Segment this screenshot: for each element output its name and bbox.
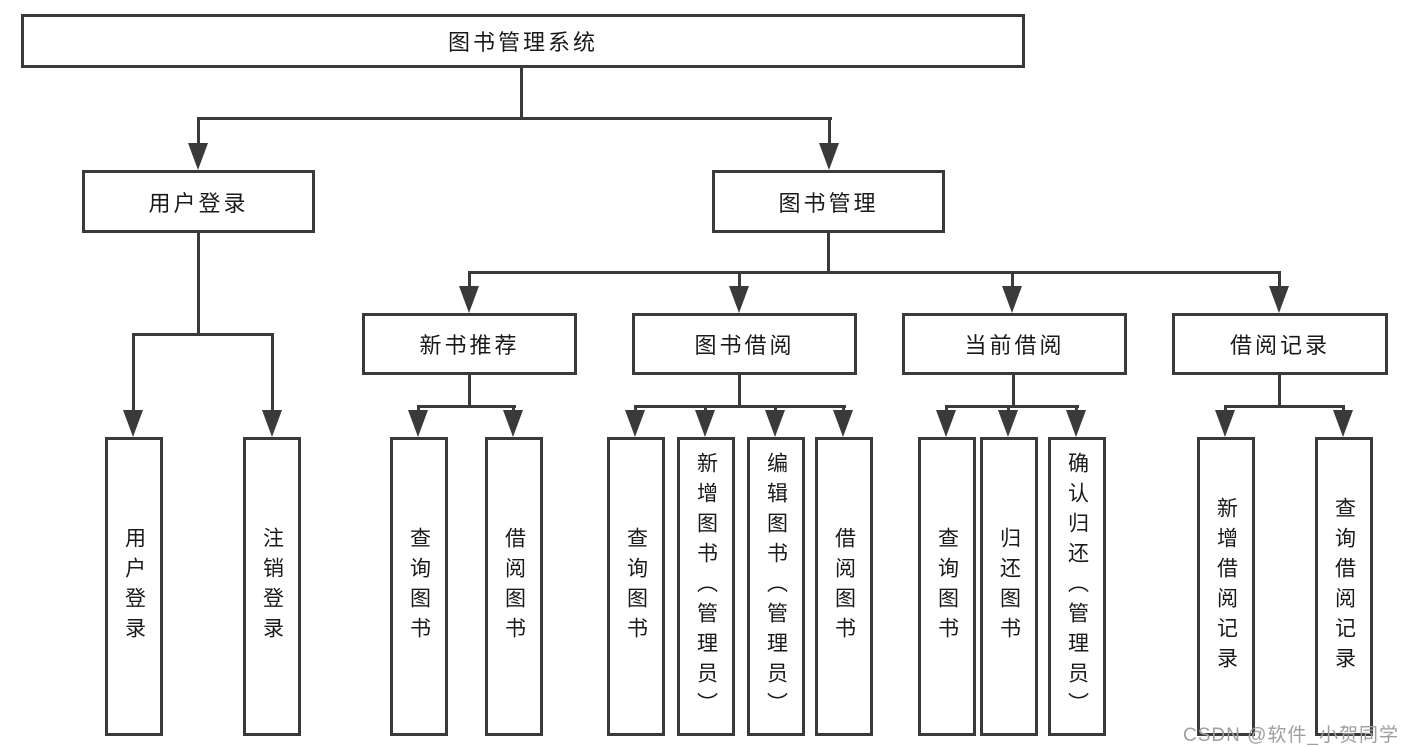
- arrow-down-icon: [408, 410, 428, 437]
- node-book-borrowing: 图书借阅: [632, 313, 857, 375]
- arrow-down-icon: [819, 143, 839, 170]
- leaf-confirm-return-admin: 确认归还（管理员）: [1048, 437, 1106, 736]
- leaf-query-borrow-record: 查询借阅记录: [1315, 437, 1373, 736]
- leaf-label: 查询图书: [935, 526, 959, 647]
- connector-line: [1075, 405, 1078, 414]
- arrow-down-icon: [833, 410, 853, 437]
- connector-line: [1012, 375, 1015, 408]
- arrow-down-icon: [459, 286, 479, 313]
- connector-line: [945, 405, 948, 414]
- connector-line: [1342, 405, 1345, 414]
- connector-line: [842, 405, 845, 414]
- node-current-borrowing: 当前借阅: [902, 313, 1127, 375]
- connector-line: [468, 271, 1281, 274]
- node-library-system-root: 图书管理系统: [21, 14, 1025, 68]
- connector-line: [634, 405, 637, 414]
- connector-line: [1278, 375, 1281, 408]
- connector-line: [827, 233, 830, 273]
- connector-line: [738, 375, 741, 408]
- leaf-label: 查询图书: [407, 526, 431, 647]
- connector-line: [271, 333, 274, 413]
- leaf-label: 确认归还（管理员）: [1065, 451, 1089, 722]
- connector-line: [945, 405, 1079, 408]
- arrow-down-icon: [1269, 286, 1289, 313]
- connector-line: [704, 405, 707, 414]
- leaf-query-books-current: 查询图书: [918, 437, 976, 736]
- connector-line: [197, 117, 832, 120]
- connector-line: [417, 405, 516, 408]
- node-book-management: 图书管理: [712, 170, 945, 233]
- arrow-down-icon: [695, 410, 715, 437]
- arrow-down-icon: [765, 410, 785, 437]
- connector-line: [828, 117, 831, 146]
- connector-line: [132, 333, 135, 413]
- connector-line: [774, 405, 777, 414]
- leaf-query-books-recommend: 查询图书: [390, 437, 448, 736]
- connector-line: [197, 117, 200, 146]
- leaf-borrow-books-borrowing: 借阅图书: [815, 437, 873, 736]
- connector-line: [468, 271, 471, 289]
- connector-line: [634, 405, 846, 408]
- leaf-add-books-admin: 新增图书（管理员）: [677, 437, 735, 736]
- node-user-login: 用户登录: [82, 170, 315, 233]
- arrow-down-icon: [625, 410, 645, 437]
- arrow-down-icon: [998, 410, 1018, 437]
- connector-line: [132, 333, 274, 336]
- connector-line: [520, 68, 523, 119]
- leaf-label: 归还图书: [997, 526, 1021, 647]
- leaf-label: 新增借阅记录: [1214, 496, 1238, 677]
- csdn-watermark: CSDN @软件_小贺同学: [1183, 725, 1399, 746]
- leaf-label: 借阅图书: [502, 526, 526, 647]
- arrow-down-icon: [1066, 410, 1086, 437]
- connector-line: [1278, 271, 1281, 289]
- connector-line: [738, 271, 741, 289]
- leaf-label: 注销登录: [260, 526, 284, 647]
- arrow-down-icon: [262, 410, 282, 437]
- arrow-down-icon: [936, 410, 956, 437]
- node-borrowing-records: 借阅记录: [1172, 313, 1388, 375]
- leaf-user-login: 用户登录: [105, 437, 163, 736]
- arrow-down-icon: [503, 410, 523, 437]
- leaf-label: 用户登录: [122, 526, 146, 647]
- arrow-down-icon: [729, 286, 749, 313]
- connector-line: [1007, 405, 1010, 414]
- arrow-down-icon: [1215, 410, 1235, 437]
- leaf-label: 编辑图书（管理员）: [764, 451, 788, 722]
- leaf-borrow-books-recommend: 借阅图书: [485, 437, 543, 736]
- arrow-down-icon: [188, 143, 208, 170]
- leaf-add-borrow-record: 新增借阅记录: [1197, 437, 1255, 736]
- connector-line: [1224, 405, 1227, 414]
- connector-line: [197, 233, 200, 335]
- node-new-book-recommendation: 新书推荐: [362, 313, 577, 375]
- connector-line: [1011, 271, 1014, 289]
- connector-line: [1224, 405, 1345, 408]
- leaf-label: 查询图书: [624, 526, 648, 647]
- leaf-label: 查询借阅记录: [1332, 496, 1356, 677]
- arrow-down-icon: [1333, 410, 1353, 437]
- leaf-return-books: 归还图书: [980, 437, 1038, 736]
- connector-line: [512, 405, 515, 414]
- arrow-down-icon: [1002, 286, 1022, 313]
- leaf-label: 借阅图书: [832, 526, 856, 647]
- leaf-label: 新增图书（管理员）: [694, 451, 718, 722]
- leaf-query-books-borrowing: 查询图书: [607, 437, 665, 736]
- connector-line: [417, 405, 420, 414]
- leaf-logout-login: 注销登录: [243, 437, 301, 736]
- arrow-down-icon: [123, 410, 143, 437]
- connector-line: [468, 375, 471, 408]
- leaf-edit-books-admin: 编辑图书（管理员）: [747, 437, 805, 736]
